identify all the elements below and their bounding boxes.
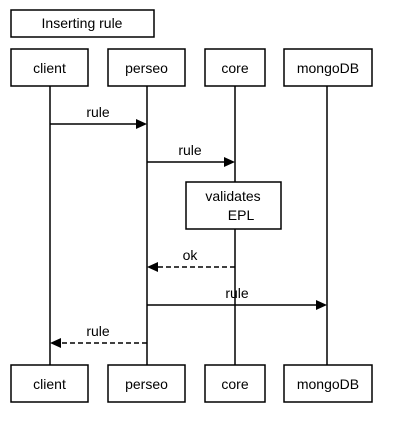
participant-perseo-top: perseo [107, 48, 186, 87]
message-label: rule [86, 323, 110, 339]
participant-client-label: client [33, 60, 66, 76]
message-label: ok [183, 247, 199, 263]
message-label: rule [86, 104, 110, 120]
participant-core-label: core [221, 376, 248, 392]
arrowhead-icon [147, 262, 158, 272]
participant-core-bottom: core [204, 364, 266, 403]
arrowhead-icon [50, 338, 61, 348]
message-label: rule [178, 142, 202, 158]
participant-mongodb-label: mongoDB [297, 376, 359, 392]
participant-mongodb-top: mongoDB [283, 48, 373, 87]
note-line-1: validates [205, 188, 260, 204]
participant-perseo-label: perseo [125, 376, 168, 392]
message-label: rule [225, 285, 249, 301]
participant-mongodb-bottom: mongoDB [283, 364, 373, 403]
message-core-to-perseo-ok: ok [147, 247, 235, 272]
participant-core-top: core [204, 48, 266, 87]
message-perseo-to-core-rule: rule [147, 142, 235, 167]
message-perseo-to-client-rule: rule [50, 323, 147, 348]
diagram-title: Inserting rule [10, 9, 155, 38]
participant-client-top: client [10, 48, 89, 87]
participant-mongodb-label: mongoDB [297, 60, 359, 76]
participant-perseo-label: perseo [125, 60, 168, 76]
message-client-to-perseo-rule: rule [50, 104, 147, 129]
arrowhead-icon [136, 119, 147, 129]
arrowhead-icon [224, 157, 235, 167]
participant-client-label: client [33, 376, 66, 392]
participant-client-bottom: client [10, 364, 89, 403]
participant-perseo-bottom: perseo [107, 364, 186, 403]
message-perseo-to-mongodb-rule: rule [147, 285, 327, 310]
participant-core-label: core [221, 60, 248, 76]
diagram-title-text: Inserting rule [42, 15, 123, 31]
note-line-2: EPL [228, 207, 255, 223]
note-validates-epl: validates EPL [185, 181, 282, 230]
arrowhead-icon [316, 300, 327, 310]
